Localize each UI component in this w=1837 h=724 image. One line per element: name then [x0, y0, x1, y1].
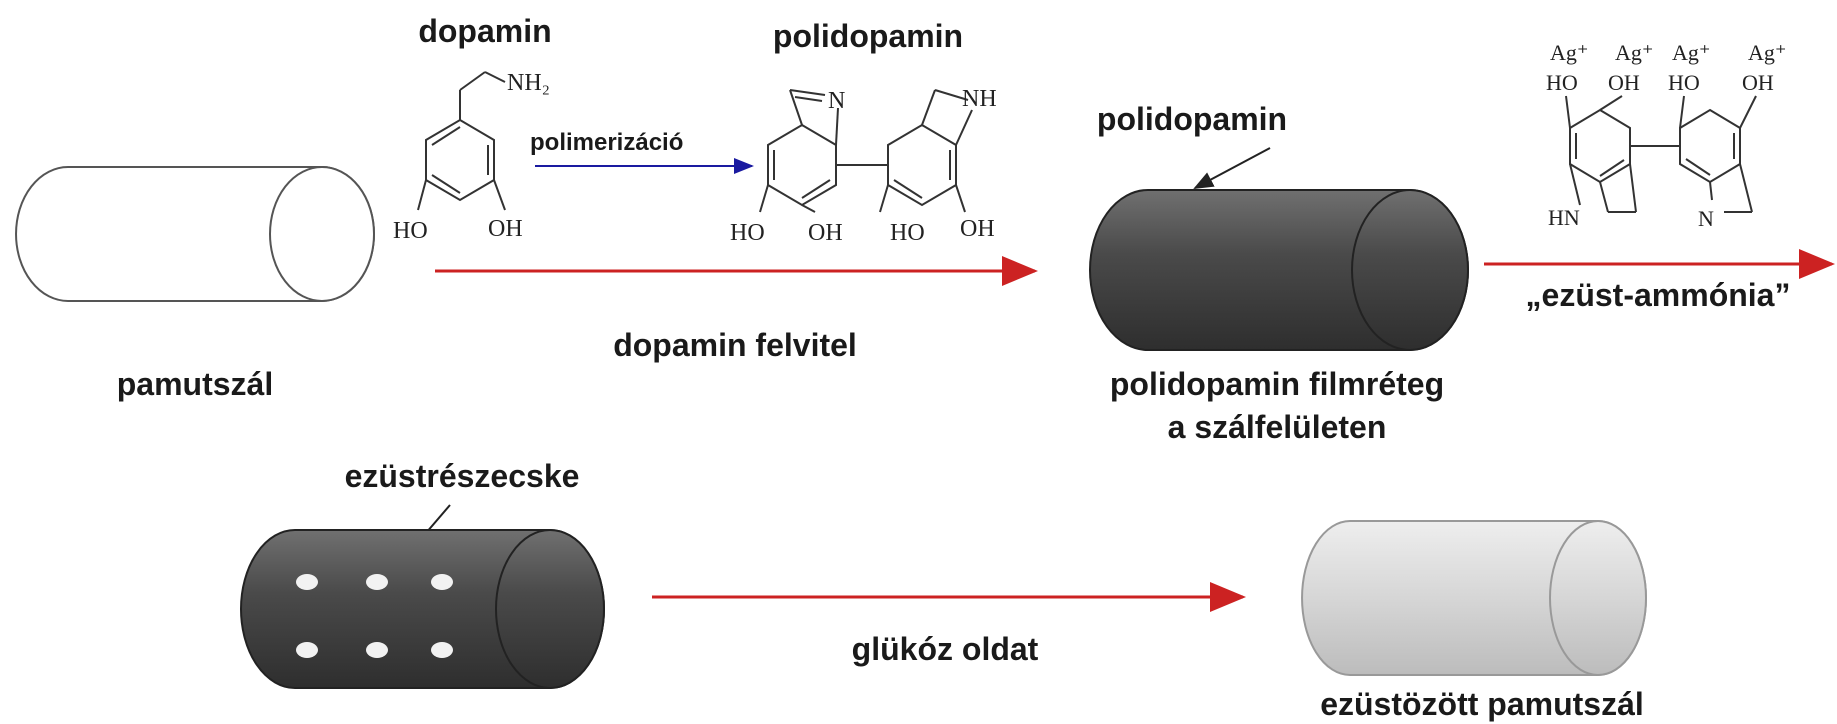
- polydopamine-n: N: [828, 88, 845, 114]
- ag-4: Ag⁺: [1748, 40, 1787, 65]
- poly-oh-1: OH: [808, 220, 843, 246]
- dopamine-oh: OH: [488, 216, 523, 242]
- silver-particle-label: ezüstrészecske: [345, 458, 580, 494]
- silver-dot: [366, 642, 388, 658]
- silver-ho-2: HO: [1668, 70, 1700, 95]
- dopamine-application-label: dopamin felvitel: [613, 327, 857, 363]
- polydopamine-pointer-arrow: [1193, 147, 1271, 189]
- silver-dot: [431, 574, 453, 590]
- cotton-fiber-cylinder: [15, 166, 375, 302]
- nh2-group: NH₂: [507, 70, 550, 96]
- silver-n: N: [1698, 206, 1714, 231]
- film-layer-label-line2: a szálfelületen: [1168, 409, 1387, 445]
- dopamine-structure: NH₂ HO OH: [393, 70, 550, 244]
- poly-ho-1: HO: [730, 220, 765, 246]
- silver-ho-1: HO: [1546, 70, 1578, 95]
- silver-particle-fiber: [240, 529, 605, 689]
- silver-dot: [296, 642, 318, 658]
- silver-dot: [431, 642, 453, 658]
- polydopamine-coated-fiber: [1089, 189, 1469, 351]
- silver-dot: [296, 574, 318, 590]
- polydopamine-arrow-label: polidopamin: [1097, 101, 1287, 137]
- dopamine-ho: HO: [393, 218, 428, 244]
- silver-oh-1: OH: [1608, 70, 1640, 95]
- polydopamine-nh: NH: [962, 86, 997, 112]
- dopamine-title: dopamin: [418, 13, 551, 49]
- silvered-fiber-label: ezüstözött pamutszál: [1320, 686, 1644, 722]
- polymerization-label: polimerizáció: [530, 129, 683, 156]
- silvered-cotton-fiber: [1301, 520, 1647, 676]
- ag-1: Ag⁺: [1550, 40, 1589, 65]
- silver-oh-2: OH: [1742, 70, 1774, 95]
- glucose-solution-label: glükóz oldat: [852, 631, 1039, 667]
- silver-ammonia-label: „ezüst-ammónia”: [1526, 277, 1791, 313]
- film-layer-label-line1: polidopamin filmréteg: [1110, 366, 1444, 402]
- ag-3: Ag⁺: [1672, 40, 1711, 65]
- ag-2: Ag⁺: [1615, 40, 1654, 65]
- poly-ho-2: HO: [890, 220, 925, 246]
- cotton-fiber-label: pamutszál: [117, 366, 273, 402]
- silver-hn: HN: [1548, 205, 1580, 230]
- silver-dot: [366, 574, 388, 590]
- polydopamine-title: polidopamin: [773, 18, 963, 54]
- silver-complex-structure: Ag⁺ Ag⁺ Ag⁺ Ag⁺ HO OH HO OH HN N: [1546, 40, 1787, 231]
- polydopamine-structure: N HO OH NH HO OH: [730, 86, 997, 246]
- poly-oh-2: OH: [960, 216, 995, 242]
